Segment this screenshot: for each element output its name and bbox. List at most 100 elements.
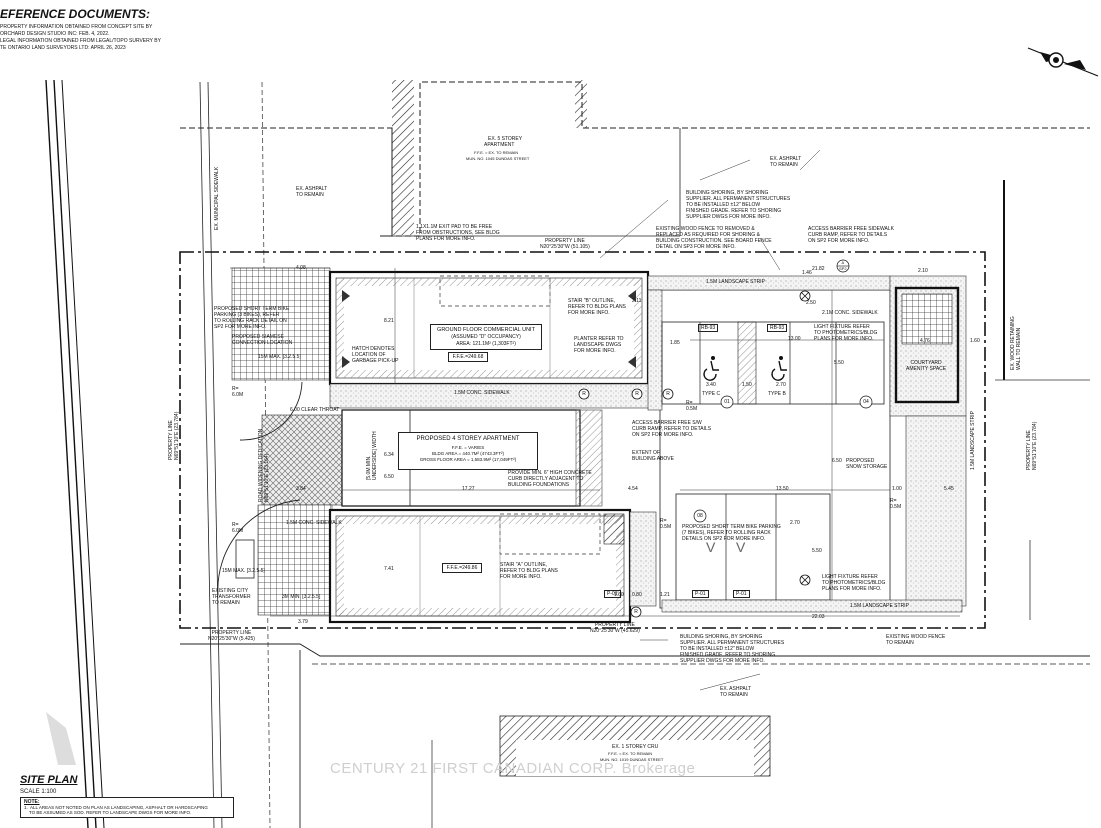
ex5-wall-hatch [392,80,414,235]
ex1-storey-interior [516,740,754,776]
note-type-b: TYPE B [768,391,786,397]
note-property-line-n: PROPERTY LINE N20°25'30"W (51.105) [540,238,590,250]
north-conc-sidewalk [647,275,891,291]
dim-5-45: 5.45 [944,486,954,492]
note-access-barrier-n: ACCESS BARRIER FREE SIDEWALK CURB RAMP, … [808,226,894,244]
note-property-line-sw: PROPERTY LINE N20°25'30"W (5.425) [208,630,255,642]
note-road-widening: ROAD WIDENING DEDICATION N69°51'10"E (23… [258,428,270,502]
accessible-parking-icon [703,356,719,381]
dim-0-80: 0.80 [632,592,642,598]
note-landscape-strip-n: 1.5m LANDSCAPE STRIP [706,279,765,285]
dim-4-76: 4.76 [920,338,930,344]
courtyard-outline [894,286,960,404]
sidewalk-line [199,81,215,828]
dim-2-50: 2.50 [806,300,816,306]
note-stair-b: STAIR "B" OUTLINE, REFER TO BLDG PLANS F… [568,298,626,316]
label-rb93-b: Rb-93 [767,324,788,332]
door-arrow-icon [342,290,350,302]
reference-line-3: LEGAL INFORMATION OBTAINED FROM LEGAL/TO… [0,38,161,44]
ffe-north-box: F.F.E.=249.68 [448,352,488,362]
ex5-type: APARTMENT [484,142,515,148]
note-r-e3: R= 0.5m [890,498,902,510]
note-min3: 3m MIN. [3.2.5.5] [282,594,321,600]
south-wall-hatch [336,516,624,524]
proposed-title: PROPOSED 4 STOREY APARTMENT [416,436,520,442]
commercial-wall-hatch [634,278,642,378]
number-marker [720,395,734,409]
dim-1-85: 1.85 [670,340,680,346]
label-rb93-a: Rb-93 [698,324,719,332]
reference-line-2: ORCHARD DESIGN STUDIO INC: FEB. 4, 2022. [0,31,110,37]
note-access-barrier-s: ACCESS BARRIER FREE S/W CURB RAMP, REFER… [632,420,712,438]
ex1-ffe: F.F.E. = EX. TO REMAIN [608,751,653,756]
leader-line [599,199,669,259]
note-siamese: PROPOSED SIAMESE CONNECTION LOCATION [232,334,293,346]
commercial-wall-hatch [336,278,344,378]
dim-7-41: 7.41 [384,566,394,572]
marker-04: 04 [863,399,869,405]
note-conc-sidewalk-15: 1.5m CONC. SIDEWALK [454,390,510,396]
ex5-name: EX. 5 STOREY [488,136,523,142]
note-conc-sidewalk-21: 2.1m CONC. SIDEWALK [822,310,878,316]
label-p01-a: P-01 [692,590,709,598]
commercial-title: GROUND FLOOR COMMERCIAL UNIT [437,327,535,333]
leader-line [699,159,751,181]
south-paving-grid [257,504,333,616]
note-planter: PLANTER REFER TO LANDSCAPE DWGS FOR MORE… [574,336,624,354]
dim-2-70: 2.70 [776,382,786,388]
note-property-line-w: PROPERTY LINE N69°51'10"E (23.784) [168,411,180,460]
south-wall-hatch [336,608,624,616]
proposed-apartment-label: PROPOSED 4 STOREY APARTMENT F.F.E. = VAR… [398,432,538,470]
note-courtyard: COURTYARD AMENITY SPACE [906,360,947,372]
dim-1-60b: 1.60 [614,592,624,598]
dim-2-11: 2.11 [632,298,642,304]
commercial-wall-hatch [336,278,642,286]
note-ex-ashphalt-w: EX. ASHPALT TO REMAIN [296,186,328,198]
r-marker [578,388,590,400]
marker-r-1: R [582,391,586,397]
note-type-c: TYPE C [702,391,721,397]
note-wood-fence-s: EXISTING WOOD FENCE TO REMAIN [886,634,946,646]
dim-17-27: 17.27 [462,486,475,492]
note-r-s: R= 6.0m [232,522,244,534]
south-wall-hatch [616,516,624,616]
accessible-aisle-hatch [737,321,757,405]
commercial-area: AREA: 121.1m² (1,303ft²) [456,341,516,347]
dim-21-82: 21.82 [812,266,825,272]
number-marker [693,509,707,523]
dim-4-08: 4.08 [296,265,306,271]
door-arrow-icon [342,356,350,368]
ffe-south: F.F.E.=249.86 [446,565,478,571]
note-underside: [5.0m MIN. UNDERSIDE] WIDTH [366,431,378,480]
south-landscape-strip [661,599,963,613]
dim-6-34: 6.34 [384,452,394,458]
proposed-area: BLDG AREA = 440.7m² (4743.3ft²) [432,451,504,456]
parking-row-north [661,321,885,405]
door-arrow-icon [628,290,636,302]
note-r-e2: R= 0.5m [660,518,672,530]
dim-5-50b: 5.50 [812,548,822,554]
north-sidewalk [329,383,661,409]
note-label: NOTE: [24,799,40,805]
accessible-parking-icon [771,356,787,381]
number-marker [859,395,873,409]
label-p01-b: P-01 [733,590,750,598]
south-curb-line [180,643,1090,657]
note-light-s: LIGHT FIXTURE REFER TO PHOTOMETRICS/BLDG… [822,574,886,592]
marker-r-4: R [634,609,638,615]
r-marker [630,606,642,618]
marker-r-2: R [635,391,639,397]
ex5-addr: MUN. No. 1045 DUNDAS STREET [466,156,530,161]
note-exit-pad: 1.1x1.1m EXIT PAD TO BE FREE FROM OBSTRU… [416,224,500,242]
road-edge-line [53,79,97,828]
ex1-addr: MUN. No. 1019 DUNDAS STREET [600,757,664,762]
ex5-wall-hatch [575,80,587,128]
label-p01-c: P-01 [604,590,621,598]
note-snow: PROPOSED SNOW STORAGE [846,458,888,470]
curb-return-north [239,381,303,441]
site-plan-note-box: NOTE: 1. ALL AREAS NOT NOTED ON PLAN AS … [20,797,234,818]
ex1-name: EX. 1 STOREY CRU [612,744,659,750]
commercial-unit-outline [328,270,650,386]
note-min15-a: 15m MAX. [3.2.5.5] [258,354,301,360]
